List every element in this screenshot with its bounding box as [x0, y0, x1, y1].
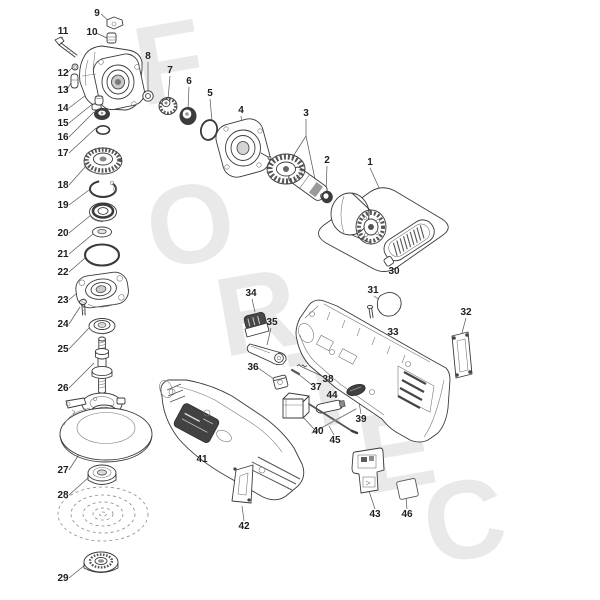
- part-label-33: 33: [387, 327, 399, 338]
- part-label-44: 44: [326, 390, 338, 401]
- part-label-26: 26: [57, 383, 69, 394]
- part-label-35: 35: [266, 317, 278, 328]
- part-label-8: 8: [145, 51, 151, 62]
- part-label-40: 40: [312, 426, 324, 437]
- part-30-air-baffle: [383, 219, 435, 267]
- part-label-21: 21: [57, 249, 69, 260]
- part-label-29: 29: [57, 573, 69, 584]
- part-22-o-ring: [83, 243, 121, 267]
- part-label-6: 6: [186, 76, 192, 87]
- part-6-ball-bearing: [179, 107, 197, 125]
- part-15-sleeve: [94, 95, 104, 106]
- part-33-motor-housing-right: [295, 299, 451, 443]
- part-8-nut: [142, 90, 154, 102]
- part-labels: 1 2 3 4 5 6 7 8 9 10 11 12 13 14 15 16 1…: [57, 8, 472, 584]
- part-label-32: 32: [460, 307, 472, 318]
- part-19-circlip: [89, 180, 118, 198]
- part-label-2: 2: [324, 155, 330, 166]
- part-45-hex-wrench: [308, 403, 359, 435]
- part-7-bevel-pinion: [158, 97, 178, 115]
- part-18-spiral-bevel-gear: [83, 147, 123, 175]
- part-20-ball-bearing: [89, 202, 117, 223]
- part-28-inner-flange: [87, 464, 117, 485]
- part-label-13: 13: [57, 85, 69, 96]
- part-9-cap: [106, 16, 124, 30]
- part-label-22: 22: [57, 267, 69, 278]
- part-label-20: 20: [57, 228, 69, 239]
- part-label-34: 34: [245, 288, 257, 299]
- part-label-17: 17: [57, 148, 69, 159]
- part-label-46: 46: [401, 509, 413, 520]
- part-36-clip: [272, 374, 289, 390]
- part-41-motor-housing-left: [159, 379, 305, 501]
- part-label-12: 12: [57, 68, 69, 79]
- part-46-label-sticker: [396, 478, 419, 500]
- part-label-15: 15: [57, 118, 69, 129]
- part-label-25: 25: [57, 344, 69, 355]
- part-27-wheel-guard: [59, 404, 153, 463]
- part-label-19: 19: [57, 200, 69, 211]
- part-label-7: 7: [167, 65, 173, 76]
- part-label-3: 3: [303, 108, 309, 119]
- grinding-wheel-phantom: [57, 486, 149, 542]
- part-label-14: 14: [57, 103, 69, 114]
- part-14-gear-housing: [79, 45, 145, 111]
- part-label-39: 39: [355, 414, 367, 425]
- part-label-36: 36: [247, 362, 259, 373]
- part-label-31: 31: [367, 285, 379, 296]
- part-label-30: 30: [388, 266, 400, 277]
- watermark: F O R T E C: [125, 0, 515, 589]
- part-37-pin: [290, 368, 301, 376]
- part-42-bracket: [231, 464, 254, 504]
- part-label-42: 42: [238, 521, 250, 532]
- part-21-flat-washer: [92, 226, 112, 238]
- part-label-5: 5: [207, 88, 213, 99]
- part-2-ball-bearing: [321, 190, 333, 204]
- part-5-o-ring: [199, 119, 219, 141]
- part-label-43: 43: [369, 509, 381, 520]
- part-31-baffle-plate: [366, 292, 402, 319]
- part-label-23: 23: [57, 295, 69, 306]
- part-17-ring: [95, 125, 111, 136]
- part-1-motor-assembly: [318, 187, 449, 272]
- part-label-24: 24: [57, 319, 69, 330]
- part-43-terminal-block: [351, 447, 385, 494]
- part-29-lock-nut: [83, 551, 119, 573]
- part-label-38: 38: [322, 374, 334, 385]
- watermark-letter: C: [414, 452, 515, 589]
- part-4-bearing-plate: [215, 118, 272, 178]
- part-24-screw: [79, 299, 87, 316]
- part-35-slide-lever: [246, 343, 287, 366]
- part-3-armature: [266, 153, 328, 201]
- part-label-9: 9: [94, 8, 100, 19]
- part-label-4: 4: [238, 105, 244, 116]
- part-40-dust-box: [282, 392, 310, 419]
- part-23-bearing-box: [75, 271, 129, 309]
- part-label-28: 28: [57, 490, 69, 501]
- part-label-11: 11: [58, 26, 69, 37]
- part-10-plug: [106, 32, 117, 44]
- part-label-37: 37: [310, 382, 322, 393]
- part-38-spring: [296, 363, 308, 368]
- part-12-washer: [71, 63, 79, 71]
- part-label-27: 27: [57, 465, 69, 476]
- part-label-45: 45: [329, 435, 341, 446]
- part-11-bolt: [54, 36, 78, 58]
- part-label-10: 10: [86, 27, 98, 38]
- part-25-labyrinth-ring: [88, 318, 116, 335]
- part-label-16: 16: [57, 132, 69, 143]
- part-39-boot: [346, 384, 366, 396]
- part-32-bracket: [451, 331, 473, 379]
- part-16-ball-bearing: [94, 108, 110, 120]
- watermark-letter: O: [137, 155, 245, 293]
- part-13-pin: [70, 73, 79, 89]
- part-label-1: 1: [367, 157, 373, 168]
- part-label-41: 41: [196, 454, 208, 465]
- part-34-switch-knob: [243, 312, 270, 338]
- part-26-spindle: [91, 336, 113, 394]
- part-label-18: 18: [57, 180, 69, 191]
